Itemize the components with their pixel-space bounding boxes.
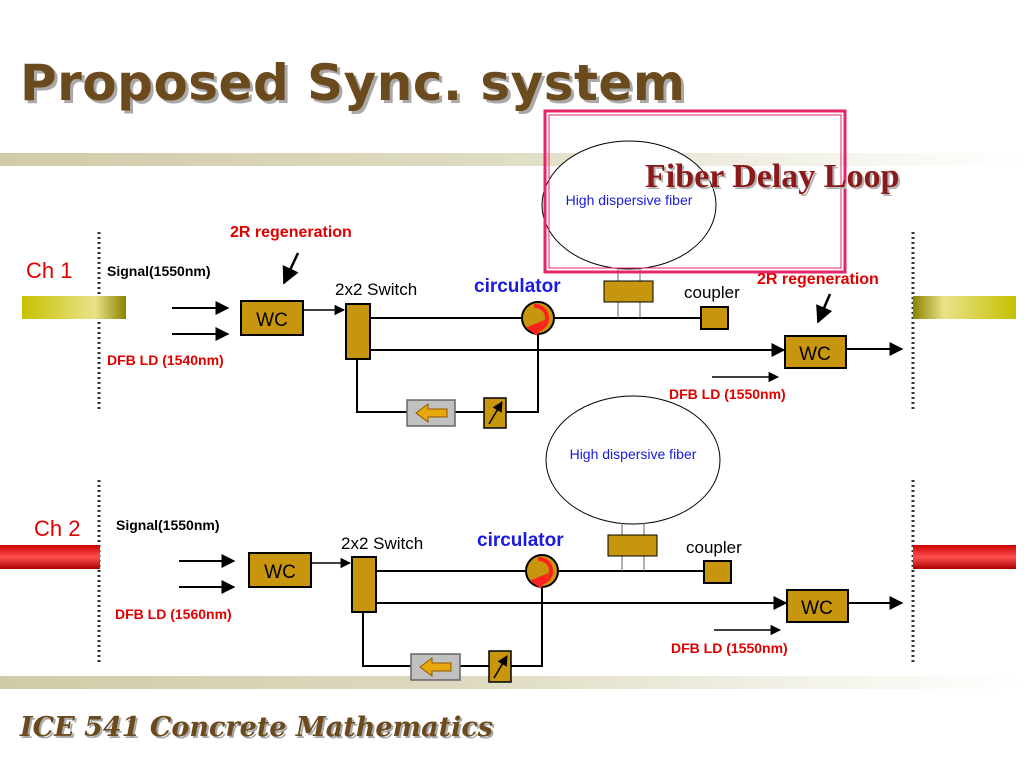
ch1-isolator-arrow-icon	[415, 403, 448, 423]
ch2-right-bar	[913, 545, 1016, 569]
ch2-attenuator-arrow-icon	[493, 655, 508, 679]
fiber-delay-loop-highlight	[543, 109, 847, 274]
slide-footer: ICE 541 Concrete Mathematics	[20, 712, 493, 743]
ch1-coupler-box	[700, 306, 729, 330]
ch2-feedback-line	[362, 612, 411, 667]
fiber-delay-loop-title: Fiber Delay Loop	[645, 158, 900, 195]
ch2-circulator-return-line	[511, 587, 543, 667]
bottom-divider-band	[0, 676, 1024, 689]
ch1-regen-right-arrow	[816, 293, 833, 324]
ch1-circulator-label: circulator	[474, 276, 561, 297]
ch2-label: Ch 2	[34, 516, 80, 541]
ch2-coupler-box	[703, 560, 732, 584]
ch1-signal-label: Signal(1550nm)	[107, 263, 210, 279]
ch2-isolator-arrow-icon	[419, 657, 452, 677]
ch1-label: Ch 1	[26, 258, 72, 283]
ch2-signal-label: Signal(1550nm)	[116, 517, 219, 533]
ch2-wc-right-label: WC	[801, 598, 833, 619]
fiber-delay-loop-highlight-inner	[548, 114, 842, 269]
ch1-coupler-label: coupler	[684, 283, 740, 302]
ch1-fiber-loop	[541, 140, 717, 270]
ch1-left-bar	[22, 296, 126, 319]
ch1-switch-label: 2x2 Switch	[335, 280, 417, 299]
ch1-wc-left-label: WC	[256, 310, 288, 331]
ch1-switch-box	[345, 303, 371, 360]
top-divider-band	[0, 153, 1024, 166]
ch1-attenuator-arrow-icon	[488, 401, 503, 425]
ch2-circulator-label: circulator	[477, 530, 564, 551]
ch1-feedback-line	[356, 359, 407, 413]
ch1-wc-right-label: WC	[799, 344, 831, 365]
ch2-coupler-label: coupler	[686, 538, 742, 557]
ch1-fiber-connector	[603, 280, 654, 303]
ch2-fiber-connector	[607, 534, 658, 557]
ch2-wc-left-box	[248, 552, 312, 588]
ch1-fiber-label: High dispersive fiber	[566, 192, 693, 208]
ch2-switch-box	[351, 556, 377, 613]
ch1-dfb-out-label: DFB LD (1550nm)	[669, 386, 786, 402]
ch2-fiber-loop	[545, 395, 721, 525]
ch2-dfb-in-label: DFB LD (1560nm)	[115, 606, 232, 622]
ch2-left-bar	[0, 545, 100, 569]
ch2-dfb-out-label: DFB LD (1550nm)	[671, 640, 788, 656]
ch2-switch-label: 2x2 Switch	[341, 534, 423, 553]
slide-title: Proposed Sync. system	[20, 54, 686, 112]
ch2-circulator-icon	[529, 556, 553, 589]
ch1-regen-right-label: 2R regeneration	[757, 271, 879, 288]
ch2-fiber-label: High dispersive fiber	[570, 446, 697, 462]
ch1-circulator-return-line	[506, 334, 539, 413]
ch1-circulator-icon	[525, 303, 549, 336]
ch2-wc-left-label: WC	[264, 562, 296, 583]
ch1-right-bar	[913, 296, 1016, 319]
ch2-wc-right-box	[786, 589, 849, 623]
ch1-wc-left-box	[240, 300, 304, 336]
ch1-dfb-in-label: DFB LD (1540nm)	[107, 352, 224, 368]
ch1-regen-left-label: 2R regeneration	[230, 224, 352, 241]
ch1-regen-left-arrow	[282, 252, 300, 285]
ch1-wc-right-box	[784, 335, 847, 369]
